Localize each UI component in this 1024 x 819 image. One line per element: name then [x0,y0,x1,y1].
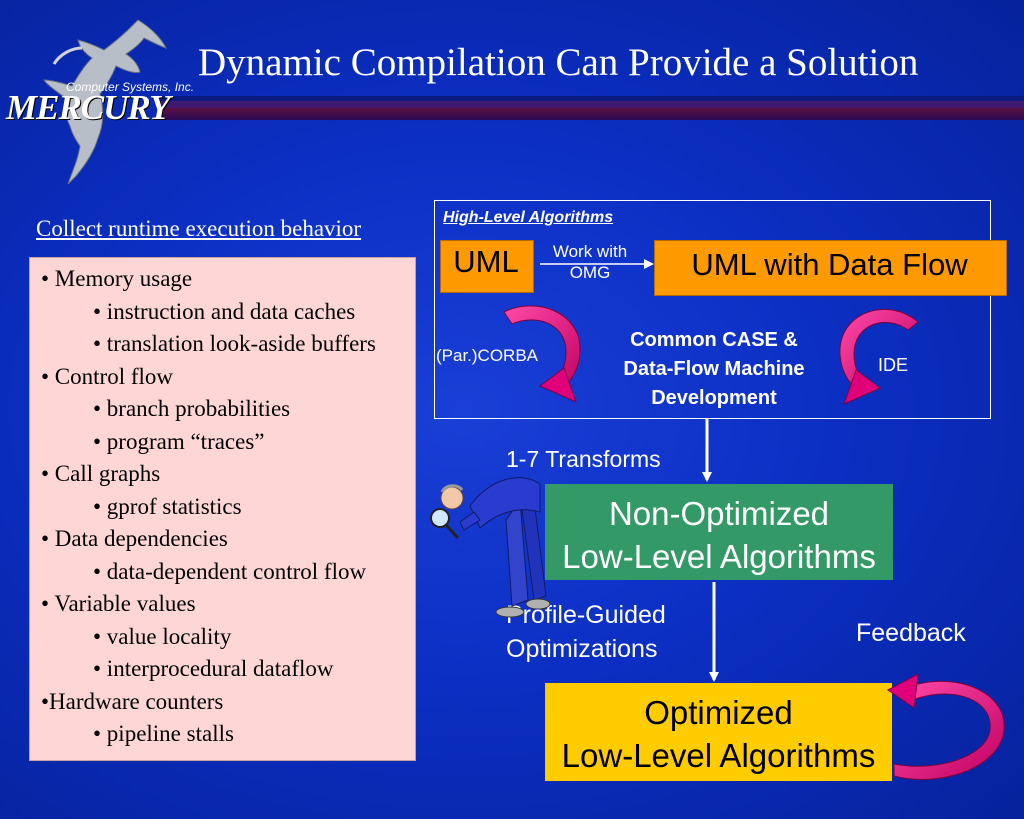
non-optimized-label: Non-Optimized Low-Level Algorithms [545,492,893,578]
mercury-winged-figure-icon [43,19,167,185]
uml-label: UML [453,244,519,279]
optimized-box [545,683,892,781]
case-line-2: Data-Flow Machine [623,358,805,380]
slide-title: Dynamic Compilation Can Provide a Soluti… [198,41,919,84]
corba-label: (Par.)CORBA [436,346,539,365]
high-level-algorithms-title: High-Level Algorithms [443,209,614,226]
header-band [160,96,1024,101]
feedback-loop-arrow [887,673,1005,780]
metrics-list [29,257,416,761]
list-item: • Call graphs [41,461,161,486]
omg-line: OMG [569,263,611,282]
non-optimized-line-2: Low-Level Algorithms [562,538,876,575]
list-item: • program “traces” [93,428,265,454]
common-case-label: Common CASE & Data-Flow Machine Developm… [594,326,834,413]
non-optimized-line-1: Non-Optimized [608,495,830,532]
high-level-algorithms-frame [434,200,991,419]
optimized-label: Optimized Low-Level Algorithms [545,691,892,777]
list-item: • Variable values [41,591,196,616]
uml-data-flow-label: UML with Data Flow [691,247,968,282]
logo-subtitle: Computer Systems, Inc. [66,80,195,94]
work-with-omg-label: Work with OMG [540,241,640,283]
list-item: • value locality [93,623,232,649]
ide-label: IDE [878,355,909,375]
optimized-line-2: Low-Level Algorithms [561,737,876,774]
list-item: • Memory usage [41,266,193,291]
profile-guided-label: Profile-Guided Optimizations [506,598,666,666]
list-item: • data-dependent control flow [93,558,367,584]
collect-title: Collect runtime execution behavior [36,216,362,241]
list-item: • interprocedural dataflow [93,656,334,681]
uml-box [440,240,534,293]
data-flow-to-case-curved-arrow [839,308,919,405]
inspector-with-magnifying-glass-icon [430,477,551,618]
logo-wordmark: MERCURY [6,88,171,127]
transforms-label: 1-7 Transforms [506,446,661,472]
list-item: • instruction and data caches [93,298,356,324]
case-line-1: Common CASE & [630,329,798,351]
header-band [160,101,1024,108]
list-item: • translation look-aside buffers [93,331,376,356]
header-band [160,108,1024,120]
list-item: •Hardware counters [41,688,224,714]
list-item: • branch probabilities [93,396,291,421]
pgo-line-2: Optimizations [506,635,658,663]
list-item: • gprof statistics [93,493,242,519]
feedback-label: Feedback [856,619,966,647]
uml-data-flow-box [654,240,1007,296]
uml-to-case-curved-arrow [503,305,581,403]
list-item: • pipeline stalls [93,721,234,746]
optimized-line-1: Optimized [644,694,793,731]
case-line-3: Development [651,387,777,409]
work-with-line: Work with [552,242,628,261]
list-item: • Data dependencies [41,526,228,551]
list-item: • Control flow [41,363,173,389]
non-optimized-box [545,484,893,580]
